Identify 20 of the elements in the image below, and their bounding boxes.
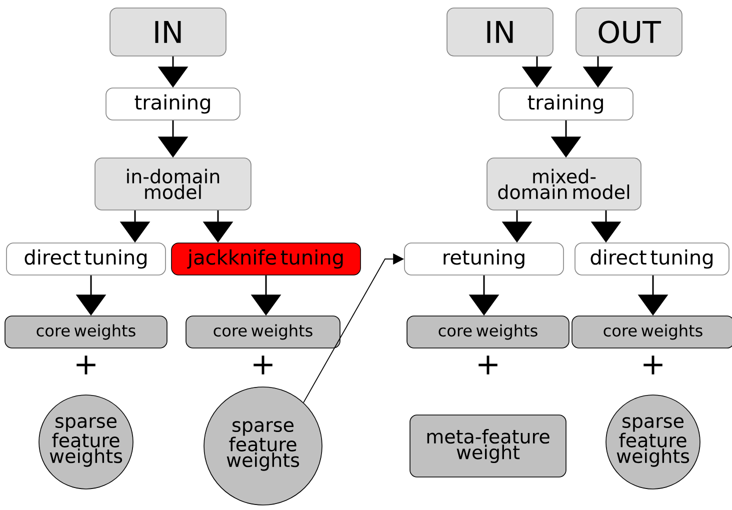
weights-box: core weights (406, 316, 570, 348)
process-box: retuning (404, 242, 564, 276)
plus-sign: + (254, 356, 272, 374)
input-box: IN (110, 8, 226, 56)
plus-sign: + (478, 356, 498, 374)
highlighted-process-box: jackknife tuning (171, 242, 361, 276)
weights-box: meta-feature weight (410, 414, 566, 478)
plus-sign: + (644, 356, 662, 374)
process-box: training (498, 88, 634, 120)
process-box: direct tuning (574, 242, 730, 276)
weights-box: core weights (4, 316, 168, 348)
input-box: OUT (576, 8, 682, 56)
process-box: direct tuning (6, 242, 166, 276)
model-box: mixed-domain model (486, 158, 642, 210)
model-box: in-domain model (94, 158, 252, 210)
weights-box: core weights (186, 316, 340, 348)
input-box: IN (446, 8, 554, 56)
process-box: training (106, 88, 240, 120)
weights-box: core weights (572, 316, 732, 348)
plus-sign: + (76, 356, 96, 374)
